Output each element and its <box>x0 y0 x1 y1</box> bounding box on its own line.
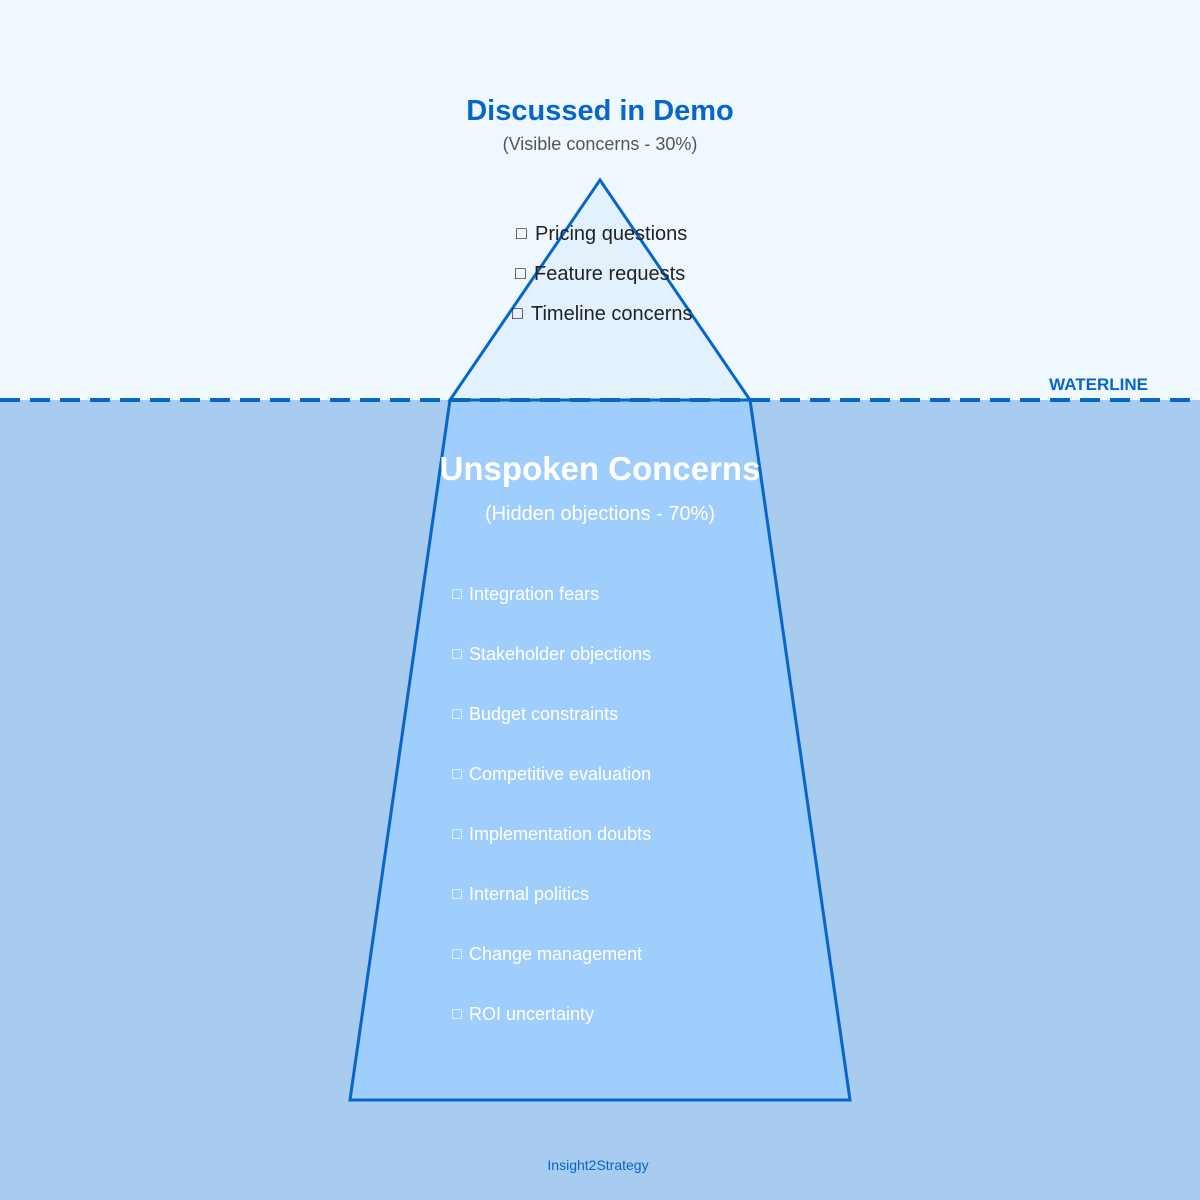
bottom-subtitle: (Hidden objections - 70%) <box>485 503 715 525</box>
top-item-list: □ Pricing questions □ Feature requests □… <box>512 223 693 325</box>
bullet-icon: □ <box>516 223 527 243</box>
top-item-label: Timeline concerns <box>531 303 693 325</box>
bottom-item: □ Integration fears <box>452 584 599 604</box>
bullet-icon: □ <box>452 586 462 603</box>
bullet-icon: □ <box>515 263 526 283</box>
bottom-item-label: Change management <box>469 944 642 964</box>
bottom-item-label: Integration fears <box>469 584 599 604</box>
bullet-icon: □ <box>452 886 462 903</box>
bottom-item-label: ROI uncertainty <box>469 1004 594 1024</box>
bullet-icon: □ <box>452 1006 462 1023</box>
bottom-item: □ Internal politics <box>452 884 589 904</box>
bullet-icon: □ <box>452 646 462 663</box>
top-item: □ Feature requests <box>515 263 685 285</box>
top-item-label: Feature requests <box>534 263 685 285</box>
bullet-icon: □ <box>512 303 523 323</box>
bottom-item-label: Stakeholder objections <box>469 644 651 664</box>
bottom-item: □ Budget constraints <box>452 704 618 724</box>
bottom-item-label: Budget constraints <box>469 704 618 724</box>
bullet-icon: □ <box>452 706 462 723</box>
bottom-title: Unspoken Concerns <box>440 450 761 487</box>
bottom-item-label: Competitive evaluation <box>469 764 651 784</box>
footer-brand: Insight2Strategy <box>547 1157 648 1173</box>
top-title: Discussed in Demo <box>466 95 734 127</box>
bullet-icon: □ <box>452 766 462 783</box>
bottom-item-label: Internal politics <box>469 884 589 904</box>
bottom-item-label: Implementation doubts <box>469 824 651 844</box>
bottom-item-list: □ Integration fears □ Stakeholder object… <box>452 584 651 1024</box>
top-subtitle: (Visible concerns - 30%) <box>503 134 698 154</box>
bullet-icon: □ <box>452 946 462 963</box>
bottom-item: □ ROI uncertainty <box>452 1004 594 1024</box>
bottom-item: □ Competitive evaluation <box>452 764 651 784</box>
bottom-item: □ Change management <box>452 944 642 964</box>
top-item-label: Pricing questions <box>535 223 687 245</box>
bottom-item: □ Stakeholder objections <box>452 644 651 664</box>
top-item: □ Timeline concerns <box>512 303 693 325</box>
top-item: □ Pricing questions <box>516 223 687 245</box>
waterline-label: WATERLINE <box>1049 375 1148 394</box>
bottom-item: □ Implementation doubts <box>452 824 651 844</box>
bullet-icon: □ <box>452 826 462 843</box>
